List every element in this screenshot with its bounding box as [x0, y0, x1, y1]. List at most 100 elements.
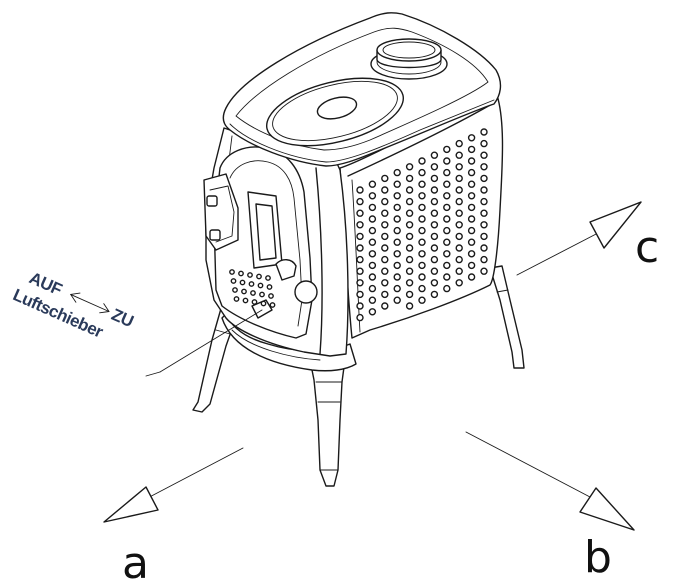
perforation-hole: [467, 261, 476, 270]
perforation-hole: [418, 296, 426, 304]
perforation-hole: [480, 186, 488, 194]
perforation-hole: [418, 238, 426, 246]
perforation-hole: [467, 226, 476, 235]
perforation-hole: [455, 174, 463, 183]
perforation-hole: [356, 186, 364, 194]
perforation-hole: [381, 221, 389, 229]
perforation-hole: [430, 197, 439, 206]
axis-a-arrow: [103, 447, 244, 523]
axis-b-label: b: [584, 532, 612, 583]
perforation-hole: [356, 255, 364, 264]
perforation-hole: [368, 284, 377, 293]
perforation-hole: [455, 255, 463, 264]
air-slider-labels: AUF ZU Luftschieber: [10, 268, 137, 342]
perforation-hole: [467, 215, 476, 223]
perforation-hole: [381, 209, 389, 217]
perforation-hole: [418, 215, 426, 223]
perforation-hole: [467, 238, 476, 246]
perforation-hole: [467, 250, 476, 258]
perforation-hole: [455, 221, 463, 229]
perforation-hole: [356, 232, 364, 241]
perforation-hole: [430, 232, 439, 241]
vent-hole: [230, 278, 237, 284]
perforation-hole: [430, 290, 439, 299]
perforation-hole: [368, 203, 377, 212]
flue-collar: [370, 38, 448, 80]
perforation-hole: [393, 180, 401, 188]
perforation-hole: [418, 273, 426, 281]
perforation-hole: [418, 250, 426, 258]
perforation-hole: [393, 296, 401, 304]
perforation-hole: [381, 197, 389, 206]
perforation-hole: [430, 255, 439, 264]
axis-b-arrow: [465, 431, 635, 531]
perforation-hole: [393, 273, 401, 281]
perforation-hole: [405, 290, 414, 299]
perforation-hole: [405, 232, 414, 241]
perforation-hole: [368, 226, 377, 235]
perforation-hole: [455, 186, 463, 194]
perforation-hole: [405, 302, 414, 310]
perforation-hole: [443, 273, 451, 281]
vent-hole: [229, 269, 235, 275]
perforation-hole: [405, 163, 414, 171]
perforation-hole: [418, 261, 426, 270]
perforation-hole: [480, 255, 488, 264]
perforation-hole: [443, 261, 451, 270]
axis-c-arrow: [516, 201, 642, 276]
perforation-hole: [381, 244, 389, 252]
vent-hole: [268, 293, 274, 299]
air-slider-callout: [145, 309, 263, 377]
perforation-hole: [480, 267, 488, 275]
perforation-hole: [356, 313, 364, 322]
perforation-hole: [405, 267, 414, 275]
closed-label: ZU: [109, 305, 137, 331]
perforation-hole: [405, 255, 414, 264]
perforation-hole: [455, 197, 463, 206]
perforation-hole: [381, 279, 389, 287]
perforation-hole: [418, 226, 426, 235]
perforation-hole: [368, 308, 377, 316]
perforation-hole: [455, 279, 463, 287]
perforation-hole: [443, 145, 451, 154]
perforation-hole: [368, 296, 377, 304]
perforation-hole: [393, 226, 401, 235]
perforation-hole: [443, 192, 451, 200]
perforation-hole: [418, 192, 426, 200]
vent-hole: [251, 299, 258, 305]
perforation-hole: [430, 221, 439, 229]
perforation-hole: [381, 290, 389, 299]
perforation-hole: [356, 221, 364, 229]
perforation-hole: [418, 284, 426, 293]
perforation-hole: [356, 244, 364, 252]
vent-hole: [232, 287, 238, 293]
perforation-hole: [467, 145, 476, 154]
axis-a-label: a: [122, 538, 149, 584]
perforation-hole: [405, 174, 414, 183]
perforation-hole: [405, 186, 414, 194]
perforation-hole: [443, 168, 451, 177]
perforation-hole: [356, 279, 364, 287]
perforation-hole: [480, 209, 488, 217]
vent-hole: [241, 288, 247, 295]
perforation-hole: [480, 139, 488, 148]
perforation-holes: [356, 128, 488, 322]
vent-hole: [250, 290, 256, 296]
perforation-hole: [393, 284, 401, 293]
perforation-hole: [430, 279, 439, 287]
perforation-hole: [430, 151, 439, 159]
perforation-hole: [430, 267, 439, 275]
perforation-hole: [368, 215, 377, 223]
perforation-hole: [455, 232, 463, 241]
perforation-hole: [405, 221, 414, 229]
perforation-hole: [480, 244, 488, 252]
perforation-hole: [467, 273, 476, 281]
vent-hole: [260, 300, 267, 307]
perforation-hole: [430, 174, 439, 183]
vent-hole: [269, 302, 276, 308]
door-vent-holes: [229, 269, 276, 308]
perforation-hole: [368, 250, 377, 258]
perforation-hole: [381, 186, 389, 194]
perforation-hole: [381, 267, 389, 275]
